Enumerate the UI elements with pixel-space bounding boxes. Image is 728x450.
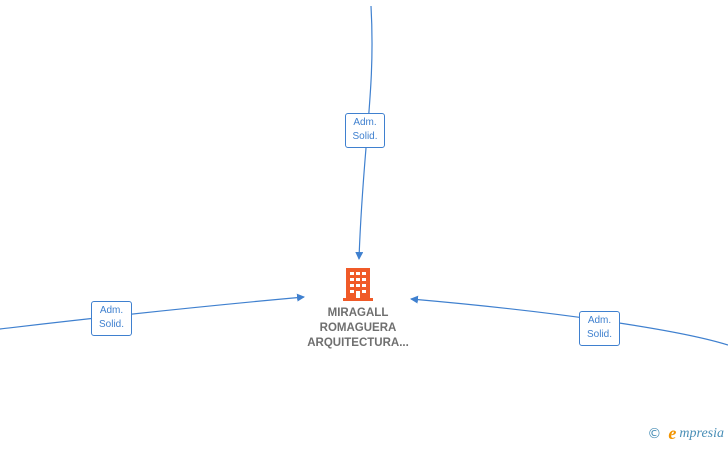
- relation-label-left[interactable]: Adm. Solid.: [91, 301, 132, 336]
- relation-label-line1: Adm.: [587, 315, 612, 326]
- edge-right[interactable]: [410, 295, 728, 346]
- relation-label-right[interactable]: Adm. Solid.: [579, 311, 620, 346]
- company-name-line: MIRAGALL: [327, 307, 389, 319]
- relation-label-line2: Solid.: [98, 319, 124, 330]
- brand-logo-text: mpresia: [679, 425, 724, 441]
- relation-label-line1: Adm.: [99, 305, 124, 316]
- brand-logo-letter: e: [668, 423, 677, 443]
- edge-left[interactable]: [0, 293, 305, 330]
- company-name-line: ROMAGUERA: [319, 322, 397, 334]
- building-icon: [343, 268, 373, 301]
- company-name[interactable]: MIRAGALL ROMAGUERA ARQUITECTURA...: [292, 306, 424, 351]
- copyright-symbol: ©: [647, 425, 662, 442]
- relation-label-line2: Solid.: [586, 329, 612, 340]
- relation-label-top[interactable]: Adm. Solid.: [345, 113, 385, 148]
- relation-label-line2: Solid.: [352, 131, 378, 142]
- company-name-line: ARQUITECTURA...: [307, 337, 409, 349]
- company-node[interactable]: MIRAGALL ROMAGUERA ARQUITECTURA...: [292, 266, 424, 351]
- relation-label-line1: Adm.: [353, 117, 377, 128]
